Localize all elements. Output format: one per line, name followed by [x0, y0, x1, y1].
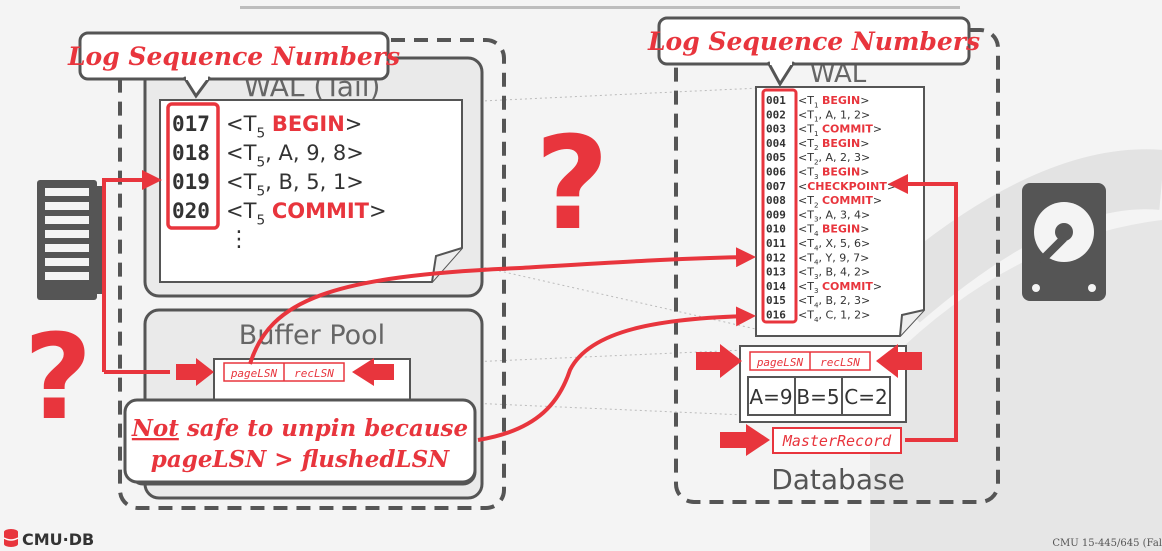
disk-wal-record-007: <CHECKPOINT> [798, 180, 896, 193]
callout-right-box [657, 16, 971, 66]
wal-tail-rows: 017 <T5 BEGIN> 018 <T5, A, 9, 8> 019 <T5, B, … [172, 112, 387, 228]
disk-wal-lsn-004: 004 [766, 137, 786, 150]
disk-wal-record-003: <T1 COMMIT> [798, 123, 882, 138]
warning-line1: Not safe to unpin because [131, 415, 468, 442]
disk-wal-lsn-005: 005 [766, 151, 786, 164]
wal-tail-record-018: <T5, A, 9, 8> [226, 141, 364, 170]
disk-wal-record-012: <T4, Y, 9, 7> [798, 251, 869, 266]
ram-to-lsn-arrow [102, 170, 162, 372]
footer-course: CMU 15-445/645 (Fal [1052, 538, 1162, 549]
question-mark-left: ? [24, 308, 92, 446]
disk-wal-lsn-001: 001 [766, 94, 786, 107]
warning-callout [123, 398, 477, 484]
disk-wal-lsn-009: 009 [766, 208, 786, 221]
disk-cell-b: B=5 [796, 385, 839, 409]
question-mark-center: ? [535, 110, 609, 259]
disk-wal-record-001: <T1 BEGIN> [798, 94, 869, 109]
wal-tail-lsn-017: 017 [172, 112, 210, 136]
disk-wal-lsn-011: 011 [766, 237, 786, 250]
disk-wal-lsn-012: 012 [766, 251, 786, 264]
disk-wal-rows: 001 <T1 BEGIN> 002 <T1, A, 1, 2> 003 <T1 COMM… [766, 94, 896, 324]
disk-page-lsn-arrow [696, 344, 742, 378]
wal-tail-record-017: <T5 BEGIN> [226, 112, 362, 141]
disk-wal-lsn-016: 016 [766, 309, 786, 322]
disk-wal-record-016: <T4, C, 1, 2> [798, 309, 870, 324]
disk-cell-c: C=2 [844, 385, 887, 409]
footer-logo: CMU·DB [22, 530, 94, 549]
tail-lsn-highlight [166, 102, 220, 230]
disk-wal-record-013: <T3, B, 4, 2> [798, 266, 870, 281]
ram-icon [37, 180, 105, 300]
database-label: Database [771, 463, 905, 496]
callout-right-text: Log Sequence Numbers [647, 27, 980, 56]
warning-rest: safe to unpin because [179, 415, 468, 442]
disk-wal-lsn-003: 003 [766, 123, 786, 136]
master-record-label: MasterRecord [782, 432, 892, 450]
wal-tail-lsn-019: 019 [172, 170, 210, 194]
hard-drive-icon [1022, 183, 1106, 301]
disk-wal-record-015: <T4, B, 2, 3> [798, 294, 870, 309]
disk-cell-a: A=9 [749, 385, 792, 409]
disk-wal-record-008: <T2 COMMIT> [798, 194, 882, 209]
disk-wal-lsn-002: 002 [766, 108, 786, 121]
callout-right-pointer [766, 61, 796, 87]
callout-right-mask [770, 59, 792, 65]
callout-right-group: Log Sequence Numbers [647, 16, 980, 87]
wal-tail-record-020: <T5 COMMIT> [226, 199, 387, 228]
connector-lines [102, 170, 958, 442]
master-record-box [772, 427, 902, 454]
disk-wal-lsn-010: 010 [766, 223, 786, 236]
disk-cells-box [747, 376, 891, 416]
disk-wal-record-009: <T3, A, 3, 4> [798, 208, 870, 223]
callout-left-pointer [182, 76, 212, 99]
callout-left-text: Log Sequence Numbers [67, 42, 400, 71]
disk-wal-record-011: <T4, X, 5, 6> [798, 237, 870, 252]
warning-to-wal-arrow [477, 306, 756, 442]
pagelsn-to-wal-arrow [248, 247, 756, 365]
wal-tail-ellipsis: ⋮ [228, 227, 250, 252]
disk-wal-lsn-006: 006 [766, 166, 786, 179]
disk-wal-record-004: <T2 BEGIN> [798, 137, 869, 152]
disk-wal-record-006: <T3 BEGIN> [798, 166, 869, 181]
disk-wal-lsn-014: 014 [766, 280, 786, 293]
buffer-rec-lsn-arrow [352, 358, 394, 386]
disk-rec-lsn: recLSN [820, 356, 860, 369]
warning-emphasis: Not [131, 415, 179, 442]
buffer-pool-title: Buffer Pool [239, 320, 385, 351]
disk-wal-record-005: <T2, A, 2, 3> [798, 151, 870, 166]
disk-wal-record-002: <T1, A, 1, 2> [798, 108, 870, 123]
disk-wal-lsn-015: 015 [766, 294, 786, 307]
footer-logo-icon [3, 529, 19, 547]
wal-tail-record-019: <T5, B, 5, 1> [226, 170, 364, 199]
disk-wal-lsn-013: 013 [766, 266, 786, 279]
disk-wal-record-010: <T4 BEGIN> [798, 223, 869, 238]
disk-wal-page-fold [899, 309, 925, 337]
callout-left-box [78, 31, 390, 81]
buffer-page-lsn-arrow [176, 358, 214, 386]
master-to-checkpoint-arrow [888, 174, 958, 442]
disk-wal-lsn-007: 007 [766, 180, 786, 193]
buffer-page-lsn: pageLSN [230, 367, 278, 380]
disk-lsn-highlight [761, 88, 798, 324]
callout-left-group: Log Sequence Numbers [67, 31, 400, 99]
wal-tail-lsn-020: 020 [172, 199, 210, 223]
warning-line2: pageLSN > flushedLSN [151, 446, 450, 473]
callout-left-mask [186, 74, 208, 80]
buffer-rec-lsn: recLSN [294, 367, 334, 380]
wal-tail-lsn-018: 018 [172, 141, 210, 165]
master-record-arrow [720, 424, 770, 456]
disk-page-lsn: pageLSN [756, 356, 804, 369]
disk-rec-lsn-arrow [876, 344, 922, 378]
disk-wal-lsn-008: 008 [766, 194, 786, 207]
disk-wal-record-014: <T3 COMMIT> [798, 280, 882, 295]
